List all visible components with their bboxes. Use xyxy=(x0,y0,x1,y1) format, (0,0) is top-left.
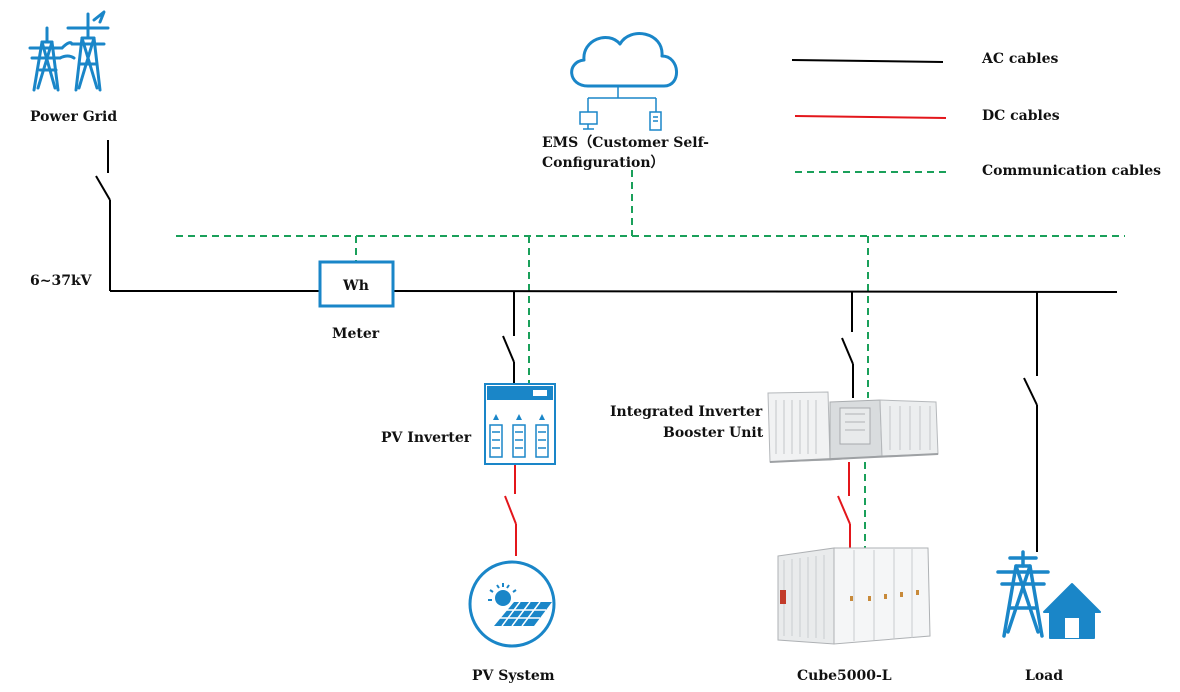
power-grid-label: Power Grid xyxy=(30,109,117,125)
dc-cables xyxy=(504,462,851,556)
booster-ac-switch xyxy=(841,337,854,365)
legend: AC cables DC cables Communication cables xyxy=(791,51,1161,179)
legend-dc-line xyxy=(794,115,947,119)
pv-inverter-label: PV Inverter xyxy=(381,430,472,446)
voltage-label: 6~37kV xyxy=(30,273,93,289)
booster-label-line1: Integrated Inverter xyxy=(610,404,763,420)
legend-dc-label: DC cables xyxy=(982,108,1060,124)
load-tower-house-icon xyxy=(996,550,1101,639)
load-switch xyxy=(1023,377,1038,406)
ac-bus-right xyxy=(392,290,1118,293)
grid-switch xyxy=(95,175,111,201)
meter: Wh xyxy=(318,260,395,308)
legend-comm-label: Communication cables xyxy=(982,163,1161,179)
pv-system-label: PV System xyxy=(472,668,555,684)
pv-inverter-icon xyxy=(484,383,556,465)
meter-box xyxy=(318,260,395,308)
pv-system-solar-icon xyxy=(468,560,556,648)
cube-dc-switch xyxy=(837,495,851,525)
pv-inverter-ac-switch xyxy=(502,335,515,363)
booster-unit-image xyxy=(767,391,939,463)
ems-label-line2: Configuration） xyxy=(542,155,665,171)
cloud-icon xyxy=(570,32,678,131)
legend-ac-line xyxy=(791,59,944,63)
legend-ac-label: AC cables xyxy=(981,51,1058,67)
booster-label-line2: Booster Unit xyxy=(663,425,764,441)
meter-label: Meter xyxy=(332,326,380,342)
pv-dc-switch xyxy=(504,495,517,525)
cube-container-image xyxy=(777,547,931,645)
ac-cables xyxy=(95,140,1118,552)
cube-label: Cube5000-L xyxy=(797,668,892,684)
power-grid-tower-icon xyxy=(28,10,110,92)
load-label: Load xyxy=(1025,668,1063,684)
communication-cables xyxy=(176,170,1125,548)
meter-symbol: Wh xyxy=(342,278,369,294)
ems-label-line1: EMS（Customer Self- xyxy=(542,135,709,151)
